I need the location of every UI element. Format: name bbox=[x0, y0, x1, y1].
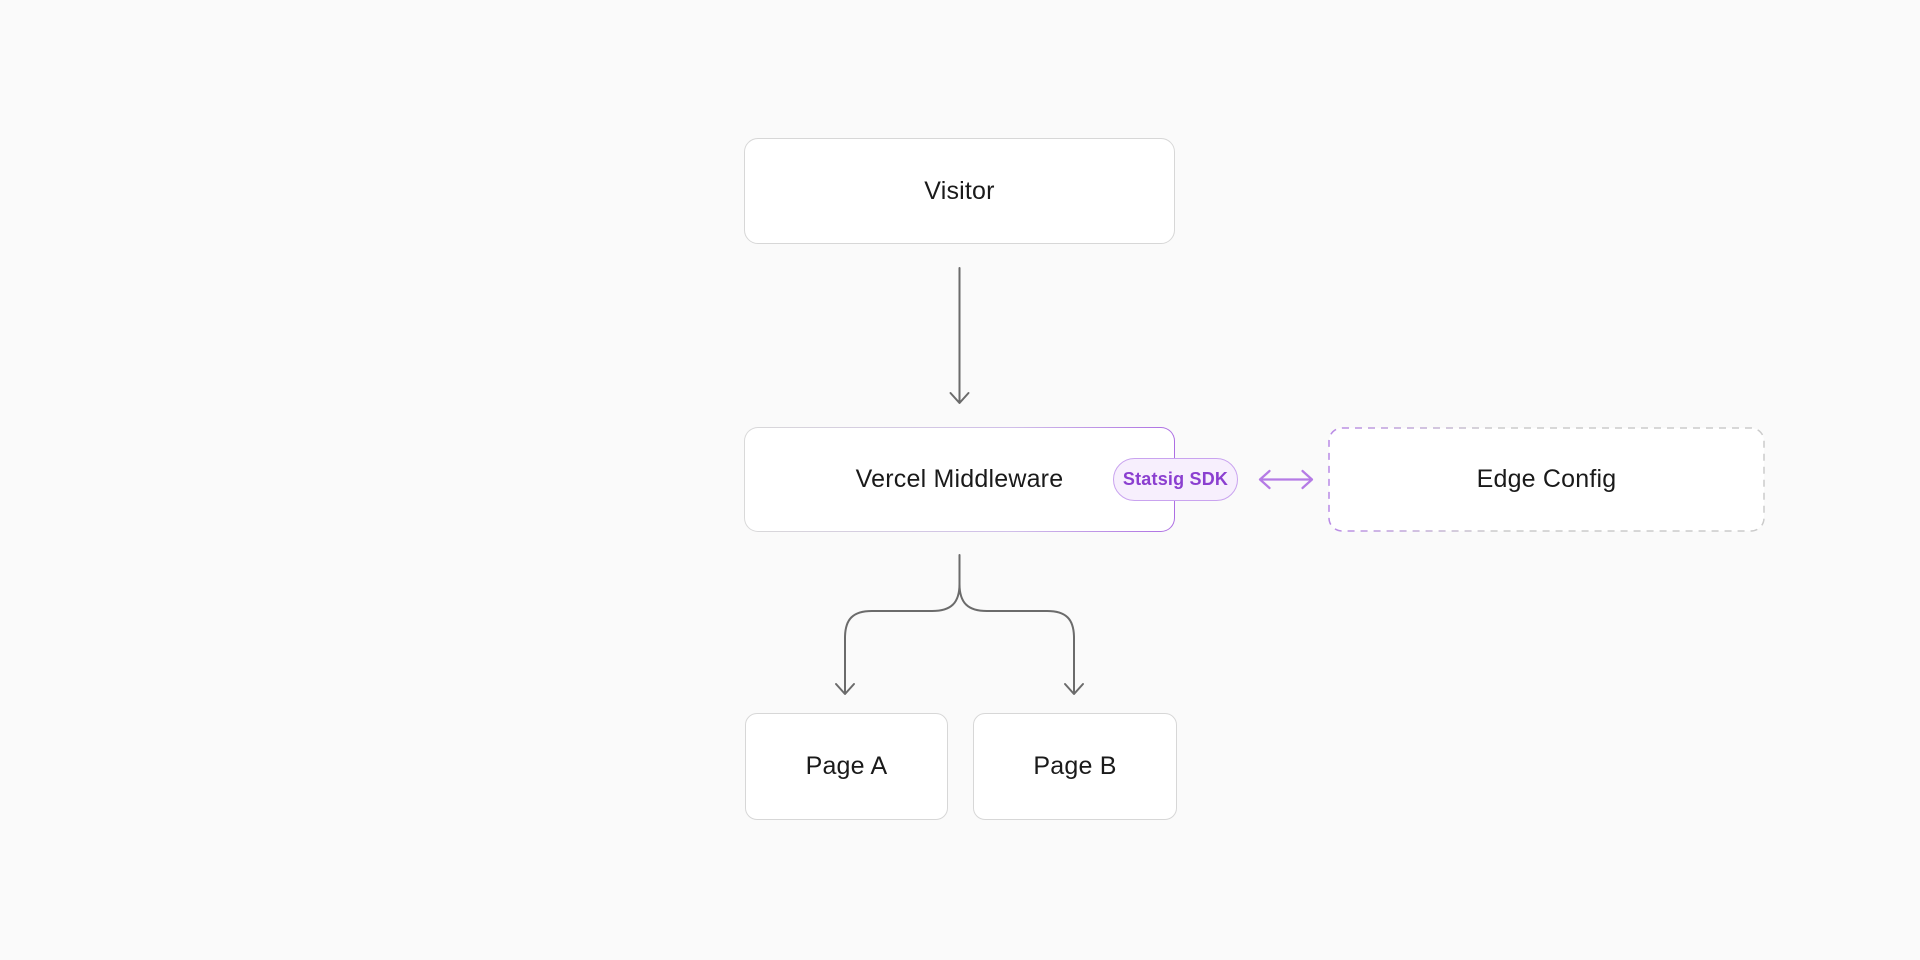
arrow-middleware-edge-config-bidirectional-icon bbox=[1258, 469, 1314, 490]
statsig-sdk-badge-label: Statsig SDK bbox=[1122, 469, 1229, 489]
node-visitor: Visitor bbox=[744, 138, 1175, 244]
node-vercel-middleware-label: Vercel Middleware bbox=[855, 465, 1064, 493]
node-edge-config: Edge Config bbox=[1328, 427, 1765, 532]
node-visitor-label: Visitor bbox=[924, 176, 995, 205]
statsig-sdk-badge: Statsig SDK bbox=[1113, 458, 1238, 501]
node-page-b: Page B bbox=[973, 713, 1177, 820]
edge-config-dashed-border bbox=[1328, 427, 1765, 532]
node-page-b-label: Page B bbox=[1033, 752, 1117, 780]
node-page-a: Page A bbox=[745, 713, 948, 820]
arrow-middleware-to-pages-branch-icon bbox=[835, 554, 1084, 695]
node-vercel-middleware-body: Vercel Middleware bbox=[745, 428, 1174, 531]
node-page-a-label: Page A bbox=[805, 752, 888, 780]
arrow-visitor-to-middleware-icon bbox=[949, 267, 970, 404]
node-vercel-middleware: Vercel Middleware bbox=[744, 427, 1175, 532]
node-edge-config-label: Edge Config bbox=[1476, 465, 1617, 493]
